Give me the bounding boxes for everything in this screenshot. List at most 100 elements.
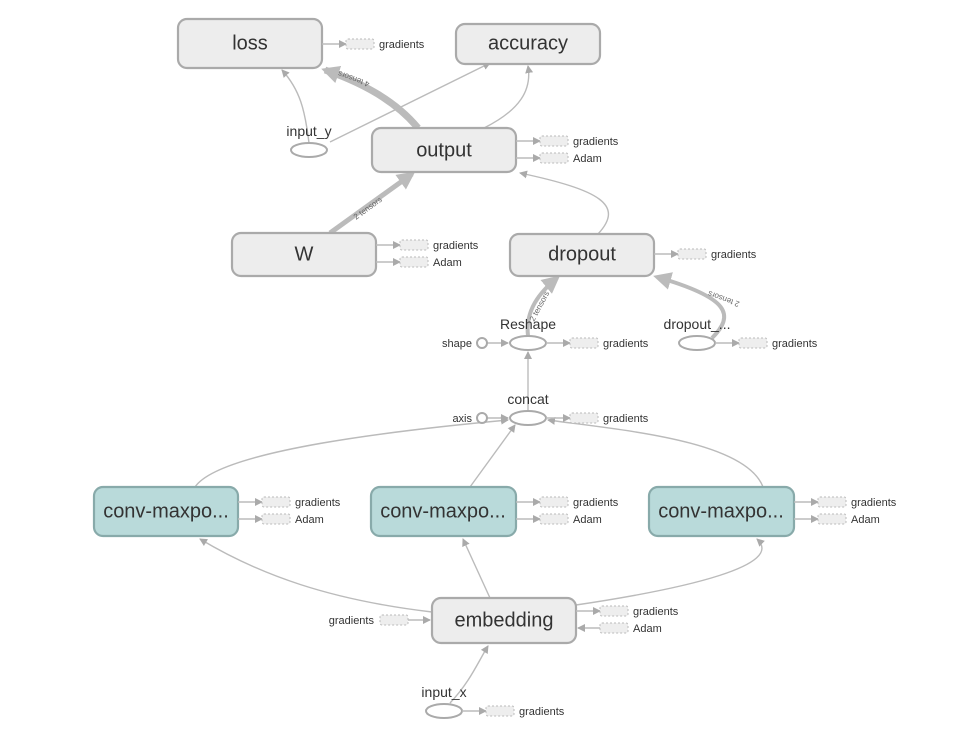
aux-box — [345, 38, 375, 50]
edge-embedding-conv3[interactable] — [575, 538, 765, 606]
aux-gradients[interactable]: gradients — [546, 412, 649, 425]
aux-label: Adam — [573, 514, 602, 526]
node-label: accuracy — [488, 32, 568, 54]
aux-gradients[interactable]: gradients — [516, 135, 619, 148]
aux-gradients[interactable]: gradients — [238, 496, 341, 509]
node-label: axis — [452, 413, 472, 425]
aux-adam[interactable]: Adam — [238, 513, 324, 526]
node-label: loss — [232, 32, 268, 54]
aux-label: gradients — [573, 136, 619, 148]
edge-W-output[interactable] — [328, 171, 416, 236]
node-label: Reshape — [500, 316, 556, 332]
node-output[interactable]: output — [370, 126, 518, 174]
edge-label-4-tensors: 4 tensors — [337, 69, 371, 89]
edge-input_x-embedding[interactable] — [449, 645, 489, 704]
aux-gradients[interactable]: gradients — [546, 337, 649, 350]
node-label: conv-maxpo... — [658, 500, 784, 522]
node-input_x[interactable]: input_x — [421, 684, 467, 719]
aux-label: gradients — [379, 39, 425, 51]
node-conv-maxpool-3[interactable]: conv-maxpo... — [647, 485, 796, 538]
aux-label: gradients — [772, 338, 818, 350]
aux-gradients-in[interactable]: gradients — [329, 614, 431, 627]
node-label: input_x — [421, 684, 466, 700]
node-label: conv-maxpo... — [103, 500, 229, 522]
aux-box — [599, 622, 629, 634]
aux-label: Adam — [851, 514, 880, 526]
edge-output-accuracy[interactable] — [483, 65, 534, 129]
aux-adam[interactable]: Adam — [516, 152, 602, 165]
node-W[interactable]: W — [230, 231, 378, 278]
node-conv-maxpool-2[interactable]: conv-maxpo... — [369, 485, 518, 538]
aux-label: gradients — [519, 706, 565, 718]
aux-box — [399, 256, 429, 268]
edge-embedding-conv2[interactable] — [462, 538, 491, 599]
aux-gradients[interactable]: gradients — [516, 496, 619, 509]
node-label: dropout — [548, 243, 616, 265]
aux-box — [569, 337, 599, 349]
aux-gradients[interactable]: gradients — [322, 38, 425, 51]
aux-gradients[interactable]: gradients — [376, 239, 479, 252]
aux-box — [677, 248, 707, 260]
aux-box — [261, 513, 291, 525]
edge-dropout-output[interactable] — [519, 170, 610, 235]
aux-gradients[interactable]: gradients — [462, 705, 565, 718]
aux-box — [569, 412, 599, 424]
aux-box — [539, 513, 569, 525]
aux-label: gradients — [329, 615, 375, 627]
aux-box — [379, 614, 409, 626]
aux-adam[interactable]: Adam — [794, 513, 880, 526]
aux-label: Adam — [295, 514, 324, 526]
aux-gradients[interactable]: gradients — [576, 605, 679, 618]
aux-label: Adam — [433, 257, 462, 269]
aux-box — [539, 135, 569, 147]
aux-label: gradients — [433, 240, 479, 252]
node-label: dropout_... — [664, 316, 731, 332]
aux-gradients[interactable]: gradients — [794, 496, 897, 509]
aux-box — [817, 496, 847, 508]
node-accuracy[interactable]: accuracy — [454, 22, 602, 66]
node-loss[interactable]: loss — [176, 17, 324, 70]
aux-label: gradients — [603, 413, 649, 425]
node-shape[interactable]: shape — [442, 337, 488, 350]
aux-box — [485, 705, 515, 717]
aux-box — [599, 605, 629, 617]
node-label: embedding — [455, 609, 554, 631]
aux-label: gradients — [851, 497, 897, 509]
edge-conv2-concat[interactable] — [469, 424, 516, 488]
aux-gradients[interactable]: gradients — [715, 337, 818, 350]
node-dropout_[interactable]: dropout_... — [664, 316, 731, 351]
aux-box — [539, 496, 569, 508]
edge-dropout_-dropout[interactable] — [653, 272, 727, 340]
edge-reshape-dropout[interactable] — [525, 275, 561, 337]
aux-label: gradients — [573, 497, 619, 509]
edge-output-loss[interactable] — [321, 66, 421, 131]
node-conv-maxpool-1[interactable]: conv-maxpo... — [92, 485, 240, 538]
aux-adam[interactable]: Adam — [376, 256, 462, 269]
aux-box — [817, 513, 847, 525]
node-concat[interactable]: concat — [507, 391, 549, 426]
edge-input_y-loss[interactable] — [281, 69, 310, 144]
node-label: W — [295, 243, 314, 265]
aux-gradients[interactable]: gradients — [654, 248, 757, 261]
aux-adam[interactable]: Adam — [577, 622, 662, 635]
aux-label: Adam — [573, 153, 602, 165]
aux-label: gradients — [633, 606, 679, 618]
node-label: conv-maxpo... — [380, 500, 506, 522]
edge-embedding-conv1[interactable] — [199, 538, 433, 613]
node-label: shape — [442, 338, 472, 350]
node-embedding[interactable]: embedding — [430, 596, 578, 645]
aux-box — [399, 239, 429, 251]
node-label: concat — [507, 391, 548, 407]
edge-conv3-concat[interactable] — [547, 417, 764, 488]
node-input_y[interactable]: input_y — [286, 123, 332, 158]
node-dropout[interactable]: dropout — [508, 232, 656, 278]
edge-label-2-tensors-dropout_: 2 tensors — [707, 289, 741, 309]
auxiliary-nodes: gradientsgradientsAdamgradientsAdamgradi… — [238, 38, 897, 718]
aux-box — [539, 152, 569, 164]
aux-label: gradients — [603, 338, 649, 350]
edge-input_y-accuracy[interactable] — [329, 62, 491, 143]
node-axis[interactable]: axis — [452, 412, 488, 425]
aux-adam[interactable]: Adam — [516, 513, 602, 526]
edge-conv1-concat[interactable] — [194, 416, 509, 488]
